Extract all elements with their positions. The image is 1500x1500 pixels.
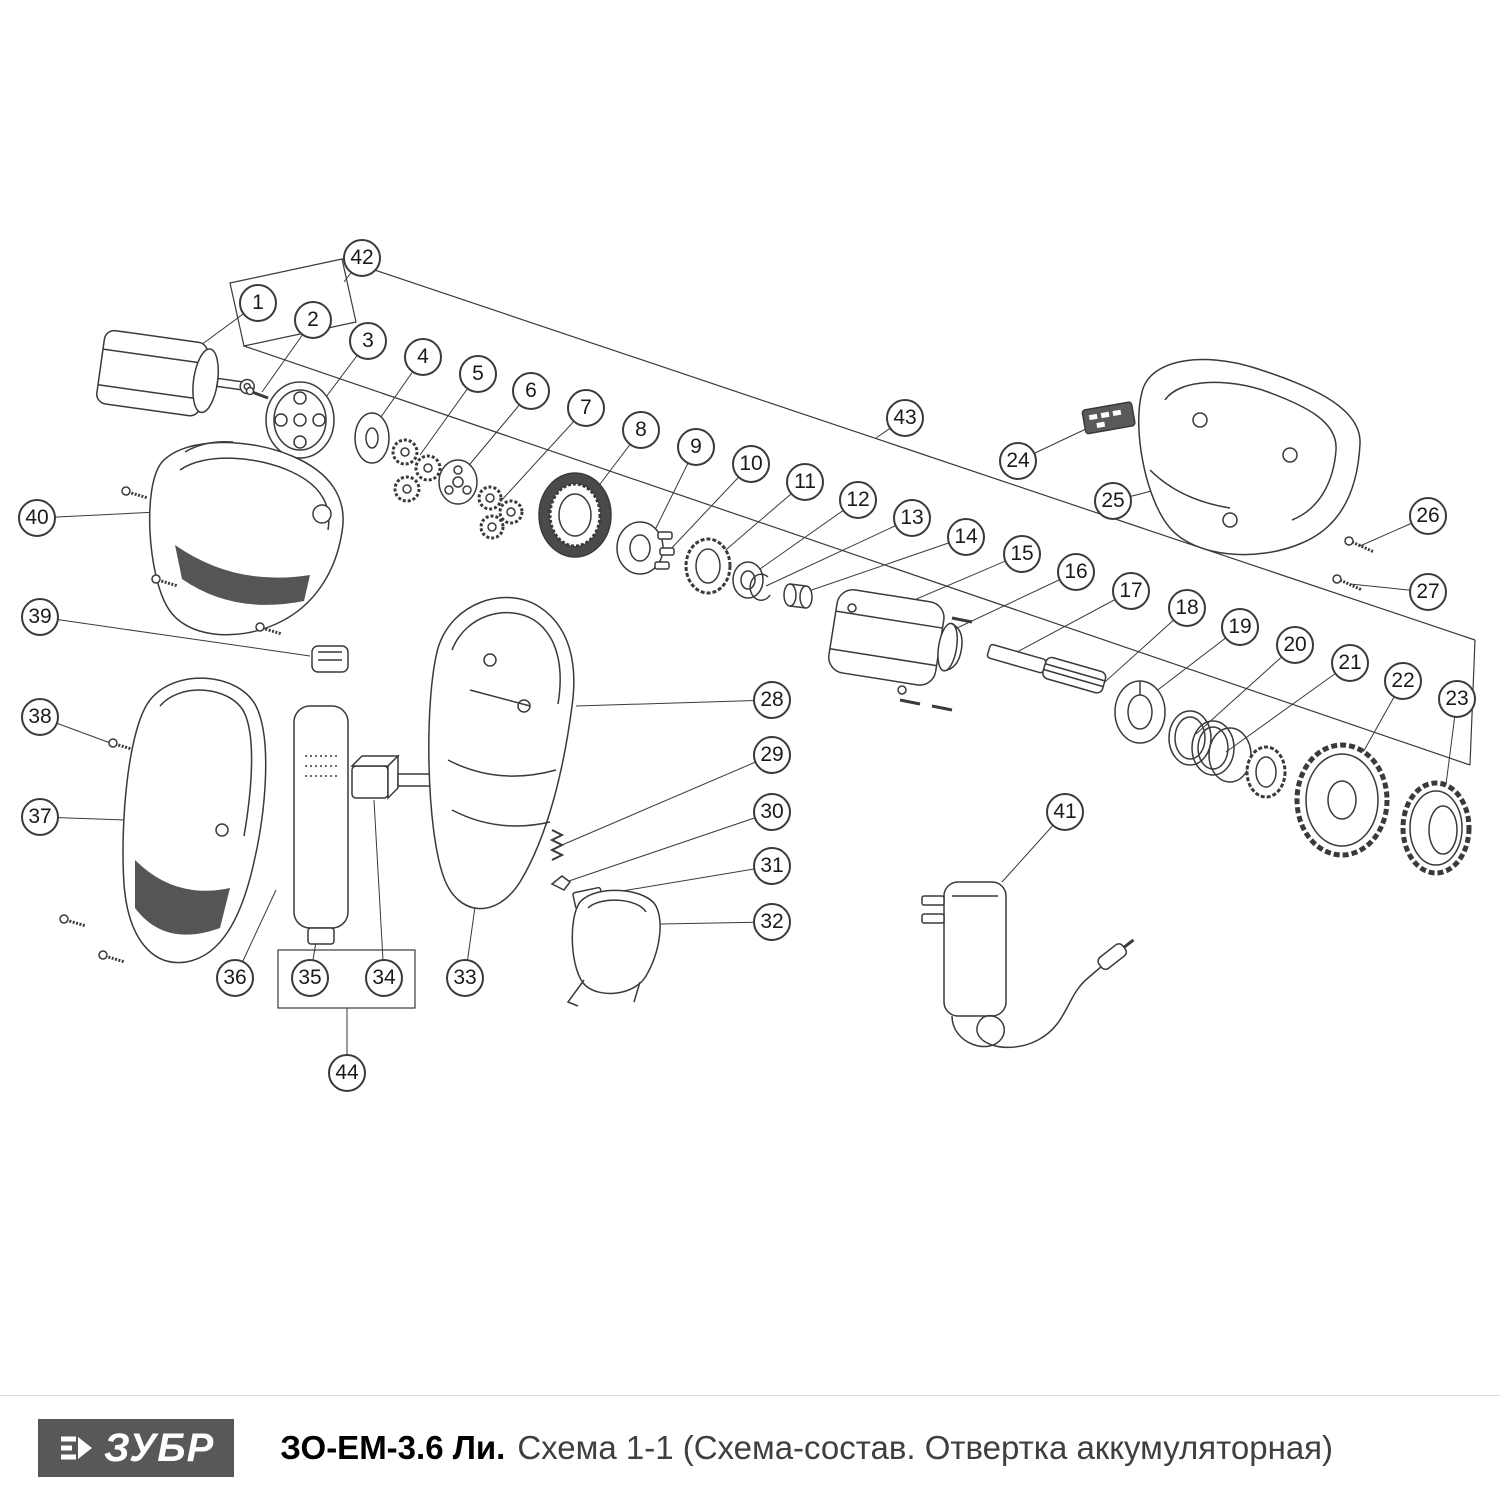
- callout-4: 4: [404, 338, 442, 376]
- callout-33: 33: [446, 959, 484, 997]
- spring-part: [549, 829, 565, 861]
- callout-24: 24: [999, 442, 1037, 480]
- pcb-part: [1081, 401, 1136, 435]
- callout-27: 27: [1409, 573, 1447, 611]
- gearbox-part: [828, 589, 973, 712]
- gear-plate-part: [265, 381, 335, 459]
- inner-housing-part: [428, 596, 575, 910]
- callout-40: 40: [18, 499, 56, 537]
- callout-1: 1: [239, 284, 277, 322]
- planet-gears-2-part: [477, 485, 524, 540]
- callout-39: 39: [21, 598, 59, 636]
- callout-18: 18: [1168, 589, 1206, 627]
- washer-part: [354, 412, 390, 464]
- footer: ЗУБР ЗО-ЕМ-3.6 Ли. Схема 1-1 (Схема-соста…: [0, 1395, 1500, 1500]
- callout-19: 19: [1221, 608, 1259, 646]
- callout-8: 8: [622, 411, 660, 449]
- diagram-title: ЗО-ЕМ-3.6 Ли. Схема 1-1 (Схема-состав. От…: [280, 1429, 1333, 1467]
- callout-22: 22: [1384, 662, 1422, 700]
- callout-32: 32: [753, 903, 791, 941]
- callout-29: 29: [753, 736, 791, 774]
- bearing-part: [732, 561, 764, 599]
- callout-3: 3: [349, 322, 387, 360]
- callout-28: 28: [753, 681, 791, 719]
- spindle-part: [986, 643, 1107, 694]
- right-housing-part: [1137, 358, 1361, 556]
- clutch-dial-part: [1294, 742, 1390, 858]
- callout-17: 17: [1112, 572, 1150, 610]
- callout-16: 16: [1057, 553, 1095, 591]
- callout-12: 12: [839, 481, 877, 519]
- callout-38: 38: [21, 698, 59, 736]
- callout-30: 30: [753, 793, 791, 831]
- diagram-canvas: [36, 257, 1476, 1073]
- carrier-2-part: [616, 521, 675, 575]
- zubr-logo-icon: [58, 1432, 94, 1464]
- callout-15: 15: [1003, 535, 1041, 573]
- left-housing-part: [148, 440, 344, 636]
- switch-button-part: [311, 645, 349, 673]
- ring-gear-part: [538, 472, 612, 558]
- planet-gears-1-part: [391, 438, 442, 503]
- callout-36: 36: [216, 959, 254, 997]
- callout-5: 5: [459, 355, 497, 393]
- callout-34: 34: [365, 959, 403, 997]
- callout-11: 11: [786, 463, 824, 501]
- callout-7: 7: [567, 389, 605, 427]
- callout-13: 13: [893, 499, 931, 537]
- diagram-subtitle: Схема 1-1 (Схема-состав. Отвертка аккуму…: [517, 1429, 1334, 1466]
- carrier-1-part: [438, 459, 478, 505]
- handle-housing-part: [122, 677, 267, 964]
- callout-41: 41: [1046, 793, 1084, 831]
- front-washer-part: [1114, 680, 1166, 744]
- callout-14: 14: [947, 518, 985, 556]
- callout-23: 23: [1438, 680, 1476, 718]
- housing-screw-27-icon: [1332, 574, 1363, 592]
- motor-part: [96, 329, 255, 417]
- callout-35: 35: [291, 959, 329, 997]
- lock-ring-part: [684, 537, 732, 595]
- charger-part: [921, 881, 1135, 1049]
- callout-25: 25: [1094, 482, 1132, 520]
- front-collar-part: [1400, 780, 1472, 876]
- callout-42: 42: [343, 239, 381, 277]
- stand-part: [566, 889, 661, 1007]
- callout-44: 44: [328, 1054, 366, 1092]
- housing-screws-left-icon: [59, 486, 283, 964]
- zubr-logo: ЗУБР: [38, 1419, 235, 1477]
- housing-screw-26-icon: [1344, 536, 1375, 554]
- parts-drawing: [59, 329, 1472, 1049]
- model-name: ЗО-ЕМ-3.6 Ли.: [280, 1429, 506, 1466]
- adjust-nut-part: [1245, 745, 1287, 799]
- callout-26: 26: [1409, 497, 1447, 535]
- callout-10: 10: [732, 445, 770, 483]
- retaining-clip-part: [749, 573, 771, 601]
- motor-screw-icon: [245, 386, 269, 400]
- callout-37: 37: [21, 798, 59, 836]
- callout-21: 21: [1331, 644, 1369, 682]
- spacer-part: [783, 583, 813, 609]
- brand-name: ЗУБР: [104, 1425, 215, 1470]
- callout-2: 2: [294, 301, 332, 339]
- contact-part: [550, 875, 572, 891]
- battery-part: [293, 705, 349, 945]
- callout-43: 43: [886, 399, 924, 437]
- callout-6: 6: [512, 372, 550, 410]
- callout-9: 9: [677, 428, 715, 466]
- callout-20: 20: [1276, 626, 1314, 664]
- callout-31: 31: [753, 847, 791, 885]
- spring-rings-part: [1168, 710, 1252, 783]
